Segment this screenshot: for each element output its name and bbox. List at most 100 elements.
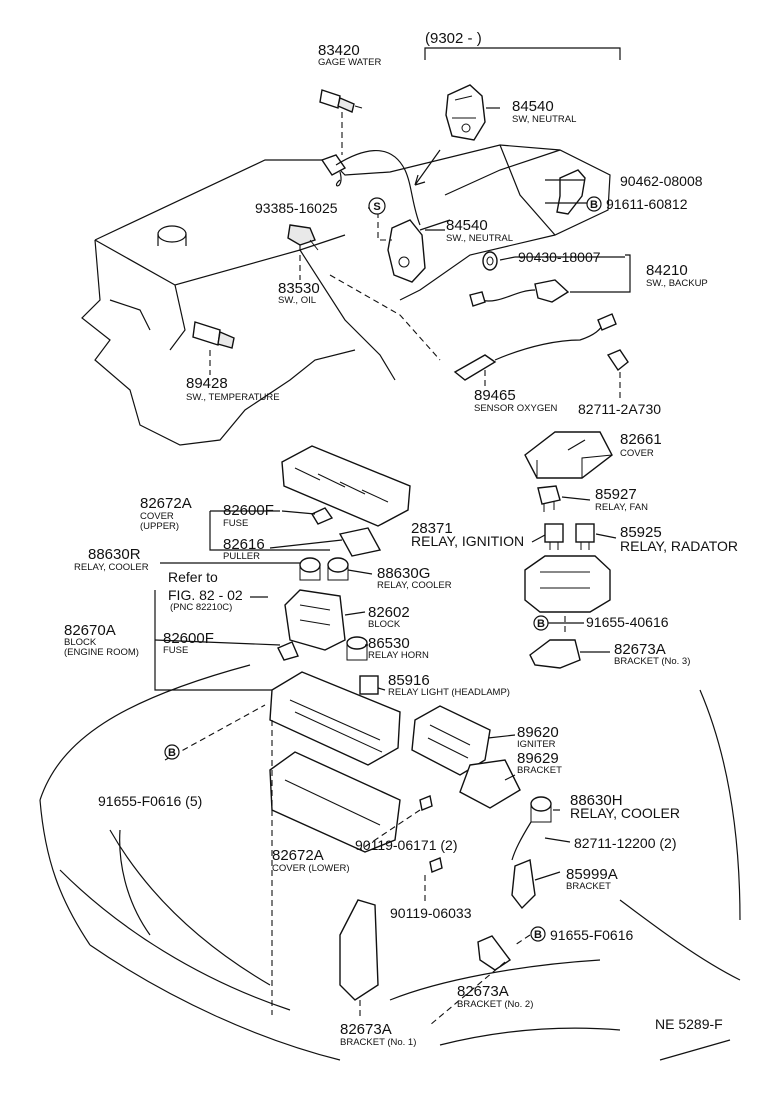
svg-text:86530: 86530: [368, 635, 410, 652]
circle-mark-b-91655-40616: B: [533, 615, 549, 631]
svg-text:84540: 84540: [512, 98, 554, 115]
svg-text:(9302 - ): (9302 - ): [425, 30, 482, 47]
label-85999a: 85999A BRACKET: [566, 866, 618, 892]
svg-text:RELAY, COOLER: RELAY, COOLER: [377, 580, 452, 591]
svg-text:89428: 89428: [186, 375, 228, 392]
svg-text:90430-18007: 90430-18007: [518, 249, 601, 265]
svg-text:FIG. 82 - 02: FIG. 82 - 02: [168, 587, 243, 603]
fuse-82600f-lower-drawing: [277, 641, 299, 661]
svg-text:B: B: [168, 747, 176, 759]
svg-text:SW., BACKUP: SW., BACKUP: [646, 278, 708, 289]
label-90119-06033: 90119-06033: [390, 905, 472, 921]
label-91655-f0616: 91655-F0616: [550, 927, 634, 943]
bolt-90119-drawing: [419, 795, 443, 873]
label-28371: 28371 RELAY, IGNITION: [411, 520, 524, 549]
circle-mark-b-91611: B: [586, 196, 602, 212]
fuse-82600f-upper-drawing: [310, 507, 334, 525]
label-82670a: 82670A BLOCK (ENGINE ROOM): [64, 622, 139, 658]
svg-text:GAGE WATER: GAGE WATER: [318, 57, 381, 68]
svg-text:Refer to: Refer to: [168, 569, 218, 585]
svg-text:COVER (LOWER): COVER (LOWER): [272, 863, 350, 874]
label-85916: 85916 RELAY LIGHT (HEADLAMP): [388, 672, 510, 698]
svg-text:BRACKET (No. 1): BRACKET (No. 1): [340, 1037, 416, 1048]
connector-82711-drawing: [606, 349, 629, 372]
label-91655-40616: 91655-40616: [586, 614, 669, 630]
svg-text:90119-06033: 90119-06033: [390, 905, 472, 921]
switch-84540-lower-drawing: [387, 219, 426, 283]
label-90462: 90462-08008: [620, 173, 703, 189]
label-82672a-lower: 82672A COVER (LOWER): [272, 847, 350, 874]
relay-88630h-drawing: [511, 796, 552, 861]
switch-84210-drawing: [469, 279, 570, 307]
svg-text:82661: 82661: [620, 431, 662, 448]
cover-82672a-upper-drawing: [281, 445, 411, 527]
cover-82661-drawing: [524, 431, 613, 479]
label-82602: 82602 BLOCK: [368, 604, 410, 630]
relay-88630r-drawing: [299, 557, 321, 581]
label-88630r: 88630R RELAY, COOLER: [74, 546, 149, 573]
svg-text:88630R: 88630R: [88, 546, 141, 563]
label-83530: 83530 SW., OIL: [278, 280, 320, 306]
relay-88630g-drawing: [327, 557, 349, 581]
svg-text:85999A: 85999A: [566, 866, 618, 883]
svg-text:28371: 28371: [411, 520, 453, 537]
svg-text:83420: 83420: [318, 42, 360, 59]
label-82600f-upper: 82600F FUSE: [223, 502, 274, 529]
svg-text:BRACKET: BRACKET: [566, 881, 611, 892]
label-82672a-upper: 82672A COVER (UPPER): [140, 495, 192, 532]
circle-mark-b-91655-f0616: B: [530, 926, 546, 942]
svg-text:85925: 85925: [620, 524, 662, 541]
label-89620: 89620 IGNITER: [517, 724, 559, 750]
svg-text:RELAY HORN: RELAY HORN: [368, 650, 429, 661]
svg-text:82673A: 82673A: [340, 1021, 392, 1038]
svg-text:91655-F0616 (5): 91655-F0616 (5): [98, 793, 202, 809]
svg-text:90462-08008: 90462-08008: [620, 173, 703, 189]
svg-text:RELAY, FAN: RELAY, FAN: [595, 502, 648, 513]
svg-text:82602: 82602: [368, 604, 410, 621]
svg-text:91655-F0616: 91655-F0616: [550, 927, 634, 943]
label-82673a-no1: 82673A BRACKET (No. 1): [340, 1021, 416, 1048]
svg-text:RELAY, IGNITION: RELAY, IGNITION: [411, 533, 524, 549]
svg-text:COVER: COVER: [140, 511, 174, 522]
switch-84540-upper-drawing: [445, 84, 486, 141]
svg-text:82711-2A730: 82711-2A730: [578, 401, 661, 417]
bracket-85999a-drawing: [511, 859, 536, 910]
svg-text:SW, NEUTRAL: SW, NEUTRAL: [512, 114, 576, 125]
svg-text:B: B: [590, 199, 598, 211]
svg-text:(UPPER): (UPPER): [140, 521, 179, 532]
svg-text:88630G: 88630G: [377, 565, 430, 582]
label-93385: 93385-16025: [255, 200, 338, 216]
svg-text:88630H: 88630H: [570, 792, 623, 809]
label-91611: 91611-60812: [606, 196, 688, 212]
label-84540-upper: 84540 SW, NEUTRAL: [512, 98, 576, 125]
label-82673a-no3: 82673A BRACKET (No. 3): [614, 641, 690, 667]
svg-text:BRACKET (No. 3): BRACKET (No. 3): [614, 656, 690, 667]
puller-82616-drawing: [338, 527, 382, 557]
svg-text:83530: 83530: [278, 280, 320, 297]
circle-mark-b-91655-f0616-5: B: [164, 744, 180, 760]
svg-text:SW., NEUTRAL: SW., NEUTRAL: [446, 233, 513, 244]
label-88630h: 88630H RELAY, COOLER: [570, 792, 680, 821]
switch-83530-drawing: [287, 224, 319, 251]
label-82711-2a730: 82711-2A730: [578, 401, 661, 417]
svg-text:S: S: [373, 201, 380, 213]
svg-text:91611-60812: 91611-60812: [606, 196, 688, 212]
bracket-82673a-no3-drawing: [529, 639, 581, 669]
svg-text:82711-12200 (2): 82711-12200 (2): [574, 835, 676, 851]
label-83420: 83420 GAGE WATER: [318, 42, 381, 68]
label-88630g: 88630G RELAY, COOLER: [377, 565, 452, 591]
sensor-89465-drawing: [453, 313, 617, 381]
relay-85925-drawing: [575, 523, 595, 550]
label-82673a-no2: 82673A BRACKET (No. 2): [457, 983, 533, 1010]
block-82670a-drawing: [269, 671, 401, 766]
svg-text:BLOCK: BLOCK: [64, 637, 97, 648]
connector-harness-drawing: [320, 150, 421, 226]
relay-28371-drawing: [544, 523, 564, 550]
relay-86530-drawing: [346, 636, 368, 661]
label-85927: 85927 RELAY, FAN: [595, 486, 648, 513]
svg-text:85927: 85927: [595, 486, 637, 503]
svg-text:RELAY, RADATOR: RELAY, RADATOR: [620, 538, 738, 554]
svg-text:SW., OIL: SW., OIL: [278, 295, 316, 306]
svg-text:SENSOR OXYGEN: SENSOR OXYGEN: [474, 403, 558, 414]
